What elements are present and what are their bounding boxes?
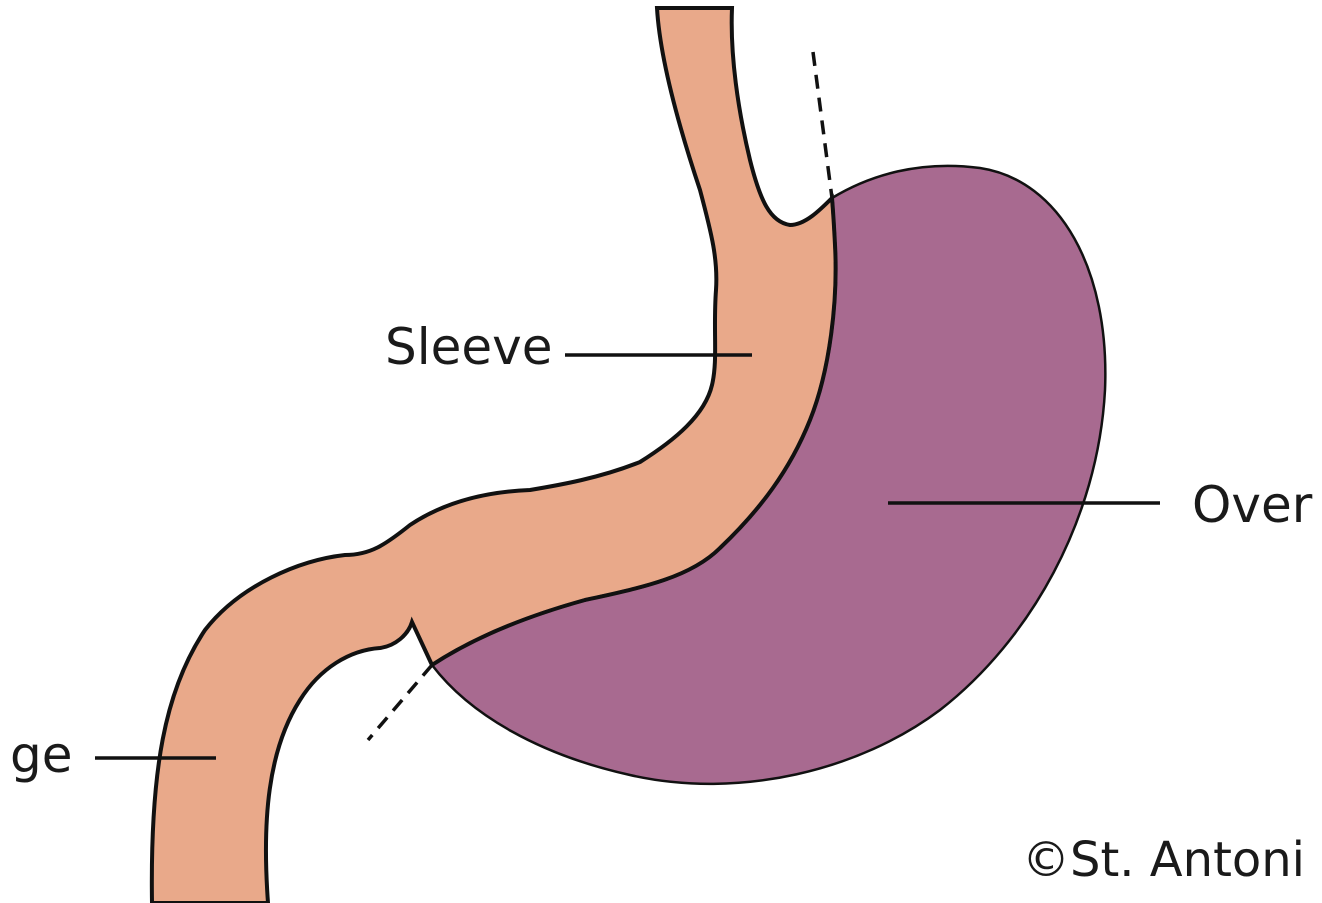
sleeve-label: Sleeve <box>385 318 553 376</box>
cut-line-extension-bottom <box>368 665 432 740</box>
cut-line-extension-top <box>813 52 832 198</box>
removed-portion-label: Over <box>1192 476 1313 534</box>
copyright-notice: ©St. Antoni <box>1022 832 1305 888</box>
bottom-left-label: ge <box>10 726 73 784</box>
